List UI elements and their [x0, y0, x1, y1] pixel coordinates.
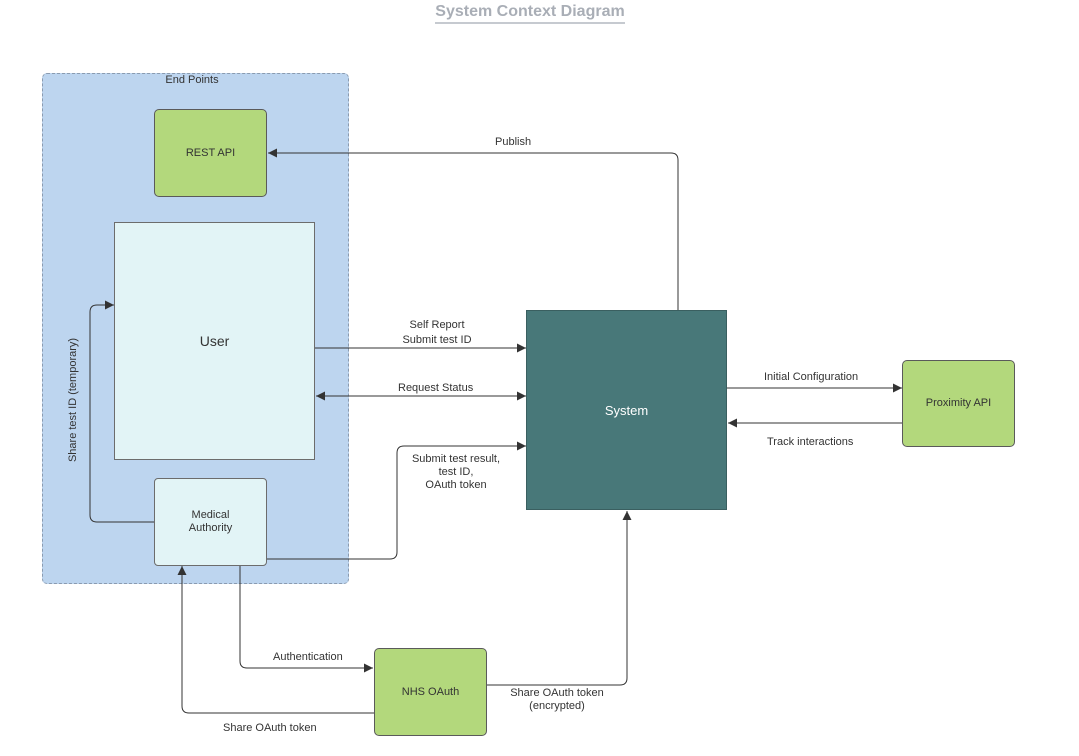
- system-node: System: [526, 310, 727, 510]
- diagram-title: System Context Diagram: [0, 3, 1060, 24]
- end-points-group-label: End Points: [165, 74, 219, 86]
- edge-publish: [268, 148, 679, 310]
- edge-label-share-test-id: Share test ID (temporary): [67, 337, 79, 463]
- edge-submit-test-result: [267, 441, 526, 560]
- proximity-api-node: Proximity API: [902, 360, 1015, 447]
- edge-label-request-status: Request Status: [398, 382, 474, 394]
- edge-label-publish: Publish: [495, 136, 532, 148]
- user-node: User: [114, 222, 315, 460]
- edge-label-authentication: Authentication: [273, 651, 343, 663]
- edge-share-oauth: [177, 566, 374, 714]
- nhs-oauth-node: NHS OAuth: [374, 648, 487, 736]
- edge-label-self-report: Self Report Submit test ID: [402, 319, 472, 346]
- edge-authentication: [239, 566, 373, 673]
- medical-authority-node: Medical Authority: [154, 478, 267, 566]
- edge-label-track-interactions: Track interactions: [767, 436, 854, 448]
- edge-label-submit-test-result: Submit test result, test ID, OAuth token: [411, 453, 501, 491]
- edge-label-initial-configuration: Initial Configuration: [764, 371, 859, 383]
- edge-label-share-oauth-encrypted: Share OAuth token (encrypted): [510, 687, 604, 712]
- rest-api-node: REST API: [154, 109, 267, 197]
- edge-label-share-oauth: Share OAuth token: [223, 722, 317, 734]
- edge-share-test-id: [89, 300, 155, 523]
- edge-share-oauth-encrypted: [487, 511, 632, 686]
